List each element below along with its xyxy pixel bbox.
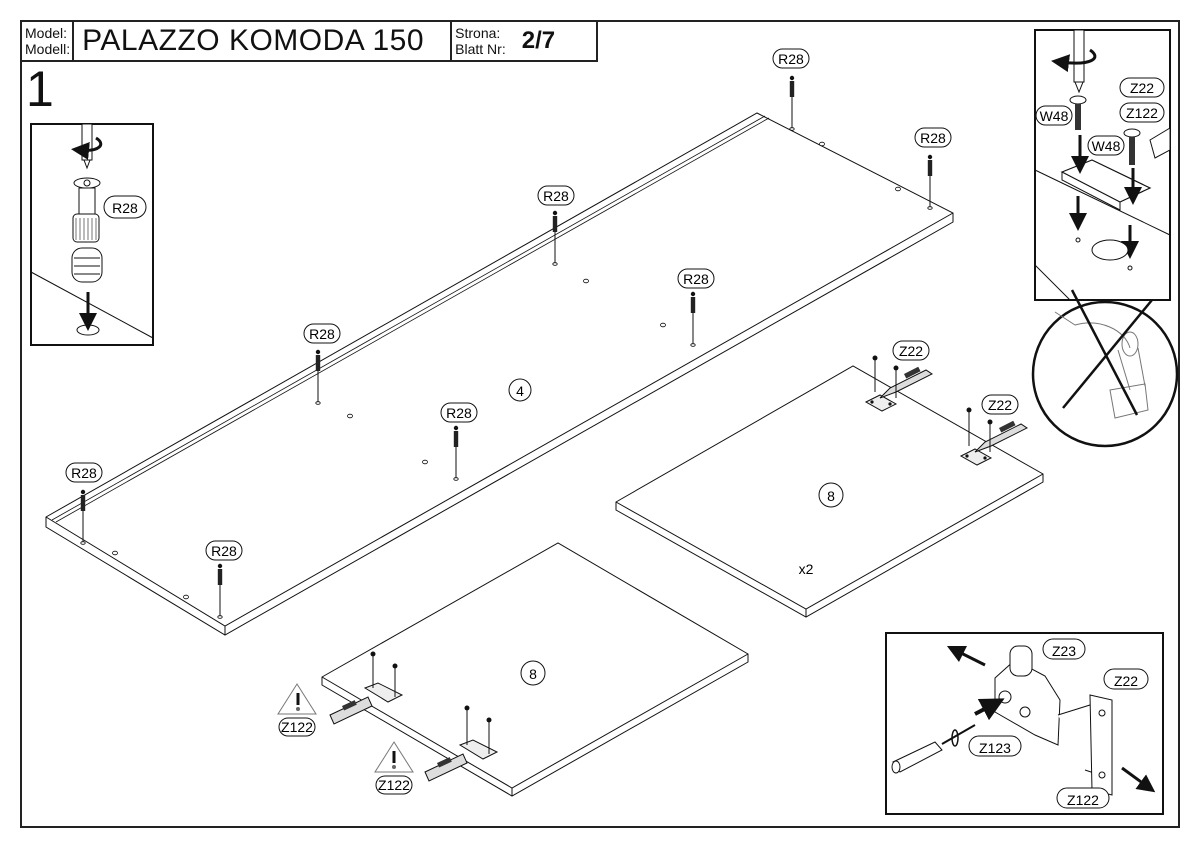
dowel-r28: R28 [677, 268, 715, 347]
page-label-de: Blatt Nr: [455, 41, 506, 57]
dowel-r28: R28 [205, 540, 243, 619]
warning-z122: Z122 [277, 683, 317, 737]
svg-text:R28: R28 [211, 543, 237, 559]
rotate-arrow-icon [1051, 48, 1097, 73]
model-label-de: Modell: [25, 41, 71, 57]
top-panel-id: 4 [508, 378, 532, 402]
svg-text:R28: R28 [446, 405, 472, 421]
svg-text:8: 8 [529, 666, 537, 682]
dowel-r28: R28 [303, 323, 341, 405]
cam-dowel-icon [71, 177, 103, 283]
hinge-inset-label-w48: W48 [1035, 105, 1073, 126]
door-panel: 8 [321, 542, 749, 797]
screw-icon [1069, 95, 1087, 130]
svg-text:Z22: Z22 [988, 397, 1012, 413]
dowel-inset-label: R28 [103, 195, 147, 219]
svg-text:R28: R28 [112, 200, 138, 216]
title-block: Model: Modell: PALAZZO KOMODA 150 Strona… [20, 20, 599, 62]
svg-text:Z123: Z123 [979, 740, 1011, 756]
screwdriver-icon [891, 724, 976, 774]
svg-text:R28: R28 [683, 271, 709, 287]
hinge-inset-label-w48-2: W48 [1087, 135, 1125, 156]
svg-text:Z22: Z22 [1114, 673, 1138, 689]
no-power-drill-icon [1031, 289, 1179, 448]
svg-text:W48: W48 [1040, 108, 1069, 124]
door-quantity: x2 [799, 561, 814, 577]
hinge-with-mount [424, 705, 499, 782]
step-number: 1 [26, 61, 54, 117]
warning-z122: Z122 [374, 741, 414, 795]
dowel-r28: R28 [537, 185, 575, 266]
svg-text:W48: W48 [1092, 138, 1121, 154]
model-label-pl: Model: [25, 25, 68, 41]
svg-text:Z23: Z23 [1052, 643, 1076, 659]
screw-icon [1123, 128, 1141, 165]
svg-text:Z122: Z122 [281, 719, 313, 735]
svg-text:Z122: Z122 [1126, 105, 1158, 121]
door-panel-x2: 8 x2 [615, 365, 1044, 618]
page-frame [20, 20, 1180, 828]
svg-text:R28: R28 [920, 130, 946, 146]
dowel-r28: R28 [440, 402, 478, 481]
top-panel: 4 [45, 112, 954, 636]
screwdriver-icon [1073, 29, 1085, 94]
page-cell: Strona: Blatt Nr: 2/7 [450, 20, 599, 62]
svg-text:8: 8 [827, 488, 835, 504]
page-label-pl: Strona: [455, 25, 501, 41]
svg-text:R28: R28 [778, 51, 804, 67]
svg-text:Z122: Z122 [1067, 792, 1099, 808]
svg-text:R28: R28 [543, 188, 569, 204]
hinge-inset-label-z22: Z22 [1119, 77, 1165, 98]
page-number: 2/7 [521, 27, 556, 54]
svg-text:Z22: Z22 [899, 343, 923, 359]
hinge-inset-label-z122: Z122 [1119, 102, 1165, 123]
dowel-inset: R28 [30, 123, 154, 346]
svg-text:R28: R28 [309, 326, 335, 342]
rotate-arrow-icon [71, 136, 103, 160]
door-panel-id: 8 [818, 482, 844, 508]
dowel-r28: R28 [65, 462, 103, 545]
hinge-with-mount [329, 651, 404, 725]
svg-text:Z122: Z122 [378, 777, 410, 793]
model-label-cell: Model: Modell: [20, 20, 75, 62]
svg-text:4: 4 [516, 383, 524, 399]
dowel-r28: R28 [914, 127, 952, 210]
svg-text:R28: R28 [71, 465, 97, 481]
door-panel-id-2: 8 [520, 660, 546, 686]
hinge-adjust-inset: Z23 Z22 Z123 Z122 [885, 632, 1164, 815]
hinge-z22: Z22 [960, 394, 1028, 466]
svg-text:Z22: Z22 [1130, 80, 1154, 96]
dowel-r28: R28 [772, 48, 810, 131]
hinge-screw-inset: Z22 Z122 W48 W48 [1034, 29, 1171, 301]
hinge-z22: Z22 [865, 340, 933, 412]
